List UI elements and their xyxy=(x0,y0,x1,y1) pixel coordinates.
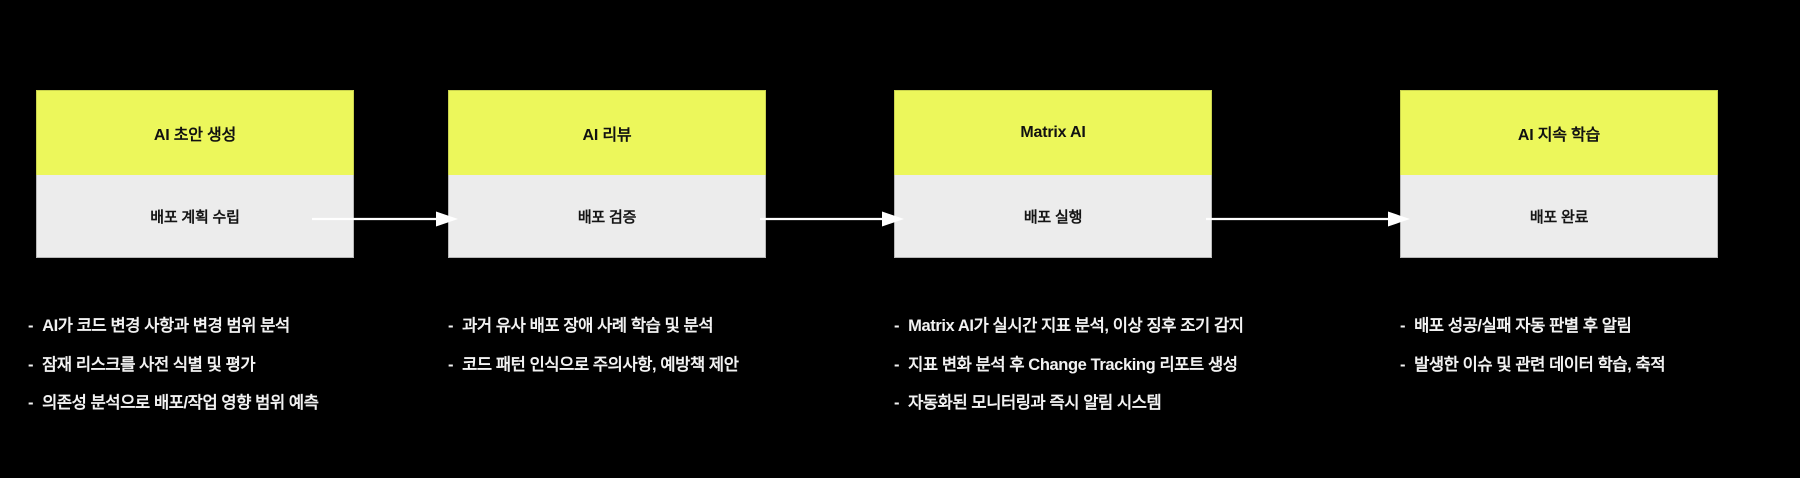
stage-3-title: Matrix AI xyxy=(894,90,1212,175)
connector-arrow-3-to-4 xyxy=(1206,211,1410,227)
bullet-dash-icon: - xyxy=(28,317,34,335)
list-item-label: 과거 유사 배포 장애 사례 학습 및 분석 xyxy=(462,317,714,335)
list-item: - 의존성 분석으로 배포/작업 영향 범위 예측 xyxy=(28,395,428,412)
list-item-label: 잠재 리스크를 사전 식별 및 평가 xyxy=(42,355,256,374)
list-item-label: Matrix AI가 실시간 지표 분석, 이상 징후 조기 감지 xyxy=(908,317,1244,335)
stage-1-title: AI 초안 생성 xyxy=(36,90,354,175)
stage-1-bullet-list: - AI가 코드 변경 사항과 변경 범위 분석 - 잠재 리스크를 사전 식별… xyxy=(28,318,428,434)
list-item-label: 자동화된 모니터링과 즉시 알림 시스템 xyxy=(908,394,1162,412)
process-stage-1: AI 초안 생성 배포 계획 수립 xyxy=(36,90,354,258)
list-item-label: 발생한 이슈 및 관련 데이터 학습, 축적 xyxy=(1414,355,1666,374)
list-item-label: 배포 성공/실패 자동 판별 후 알림 xyxy=(1414,317,1632,335)
bullet-dash-icon: - xyxy=(448,317,454,335)
list-item-label: 지표 변화 분석 후 Change Tracking 리포트 생성 xyxy=(908,355,1238,374)
process-stage-3: Matrix AI 배포 실행 xyxy=(894,90,1212,258)
process-stage-2: AI 리뷰 배포 검증 xyxy=(448,90,766,258)
list-item: - 배포 성공/실패 자동 판별 후 알림 xyxy=(1400,318,1800,335)
bullet-dash-icon: - xyxy=(28,355,34,374)
stage-4-bullet-list: - 배포 성공/실패 자동 판별 후 알림 - 발생한 이슈 및 관련 데이터 … xyxy=(1400,318,1800,395)
bullet-dash-icon: - xyxy=(1400,317,1406,335)
stage-2-subtitle: 배포 검증 xyxy=(448,175,766,258)
bullet-dash-icon: - xyxy=(894,317,900,335)
list-item: - 지표 변화 분석 후 Change Tracking 리포트 생성 xyxy=(894,355,1364,374)
bullet-dash-icon: - xyxy=(448,355,454,374)
stage-3-bullet-list: - Matrix AI가 실시간 지표 분석, 이상 징후 조기 감지 - 지표… xyxy=(894,318,1364,434)
list-item: - 자동화된 모니터링과 즉시 알림 시스템 xyxy=(894,395,1364,412)
process-stage-4: AI 지속 학습 배포 완료 xyxy=(1400,90,1718,258)
list-item: - 과거 유사 배포 장애 사례 학습 및 분석 xyxy=(448,318,848,335)
connector-arrow-1-to-2 xyxy=(312,211,458,227)
list-item: - AI가 코드 변경 사항과 변경 범위 분석 xyxy=(28,318,428,335)
stage-1-subtitle: 배포 계획 수립 xyxy=(36,175,354,258)
bullet-dash-icon: - xyxy=(894,355,900,374)
list-item-label: 코드 패턴 인식으로 주의사항, 예방책 제안 xyxy=(462,355,739,374)
bullet-dash-icon: - xyxy=(894,394,900,412)
list-item: - 잠재 리스크를 사전 식별 및 평가 xyxy=(28,355,428,374)
stage-4-subtitle: 배포 완료 xyxy=(1400,175,1718,258)
list-item-label: 의존성 분석으로 배포/작업 영향 범위 예측 xyxy=(42,394,319,412)
bullet-dash-icon: - xyxy=(28,394,34,412)
stage-2-bullet-list: - 과거 유사 배포 장애 사례 학습 및 분석 - 코드 패턴 인식으로 주의… xyxy=(448,318,848,395)
list-item: - Matrix AI가 실시간 지표 분석, 이상 징후 조기 감지 xyxy=(894,318,1364,335)
stage-4-title: AI 지속 학습 xyxy=(1400,90,1718,175)
list-item: - 발생한 이슈 및 관련 데이터 학습, 축적 xyxy=(1400,355,1800,374)
list-item: - 코드 패턴 인식으로 주의사항, 예방책 제안 xyxy=(448,355,848,374)
bullet-dash-icon: - xyxy=(1400,355,1406,374)
stage-3-subtitle: 배포 실행 xyxy=(894,175,1212,258)
list-item-label: AI가 코드 변경 사항과 변경 범위 분석 xyxy=(42,317,290,335)
connector-arrow-2-to-3 xyxy=(760,211,904,227)
stage-2-title: AI 리뷰 xyxy=(448,90,766,175)
